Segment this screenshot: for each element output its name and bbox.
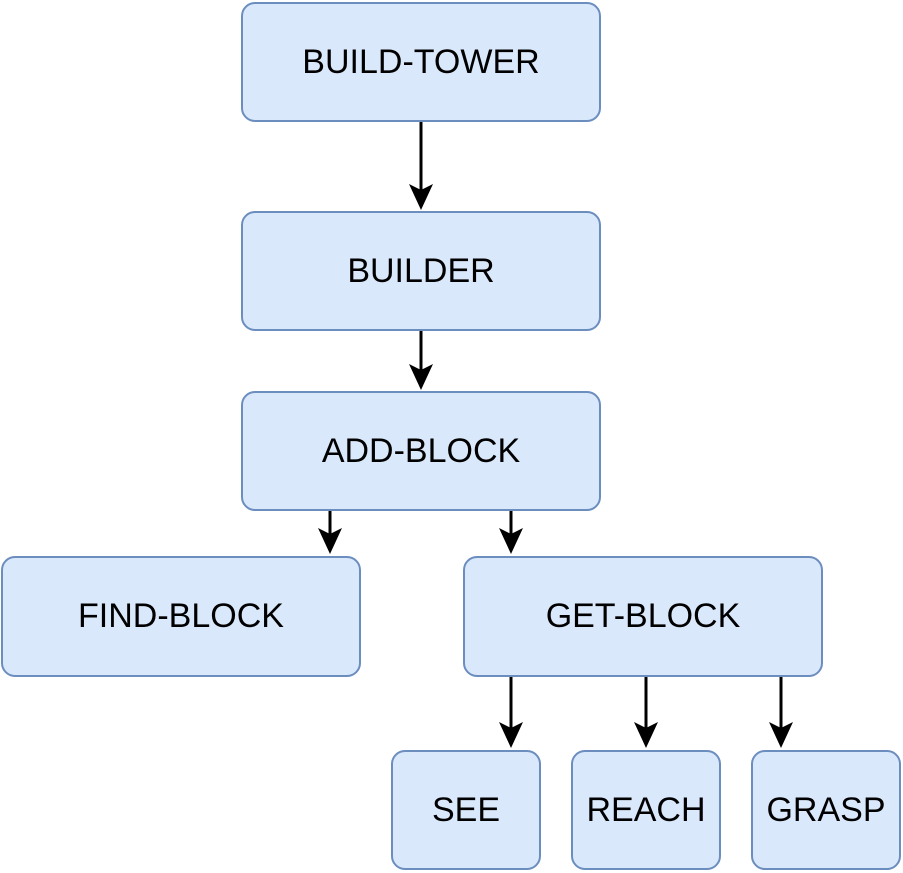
node-see: SEE	[391, 750, 541, 870]
edge-get-block-to-see	[499, 677, 523, 748]
node-find-block: FIND-BLOCK	[1, 556, 361, 677]
node-build-tower: BUILD-TOWER	[241, 2, 601, 122]
edge-add-block-to-get-block	[499, 511, 523, 554]
edge-builder-to-add-block	[409, 331, 433, 390]
node-reach: REACH	[571, 750, 721, 870]
edge-build-tower-to-builder	[409, 122, 433, 210]
node-add-block: ADD-BLOCK	[241, 391, 601, 511]
edge-add-block-to-find-block	[318, 511, 342, 554]
edge-get-block-to-grasp	[769, 677, 793, 748]
node-builder: BUILDER	[241, 211, 601, 331]
node-get-block: GET-BLOCK	[463, 556, 823, 677]
edge-get-block-to-reach	[634, 677, 658, 748]
node-grasp: GRASP	[751, 750, 901, 870]
